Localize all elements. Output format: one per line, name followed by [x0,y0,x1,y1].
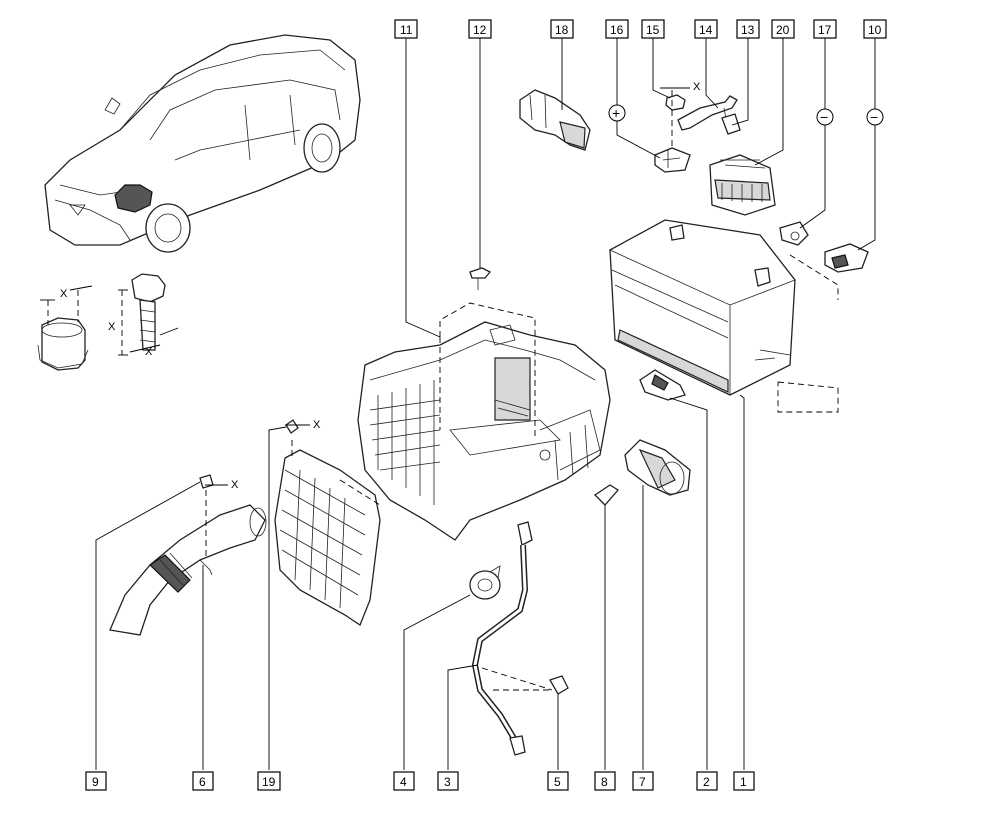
svg-text:15: 15 [646,23,660,37]
callout-14: 14 [694,19,718,39]
positive-label: + [612,105,620,121]
nut-part-15 [665,94,686,111]
callout-16: 16 [605,19,629,39]
positive-symbol: + [608,104,626,122]
svg-text:1: 1 [740,775,747,789]
intake-hose-part-6 [109,504,267,636]
clip-part-8 [593,484,619,506]
svg-text:2: 2 [703,775,710,789]
svg-text:14: 14 [699,23,713,37]
fuse-box-part-20 [709,154,776,216]
callout-9: 9 [85,771,107,791]
torque-marker: X [231,479,239,491]
negative-symbol-10: − [866,108,884,126]
air-duct-part-7 [624,439,691,496]
svg-text:9: 9 [92,775,99,789]
callout-6: 6 [192,771,214,791]
positive-terminal-part-16 [654,147,691,173]
svg-text:17: 17 [818,23,832,37]
clip-part-12 [469,267,492,290]
negative-label: − [870,109,878,125]
callout-17: 17 [813,19,837,39]
callout-8: 8 [594,771,616,791]
terminal-part-10 [824,243,869,273]
callout-7: 7 [632,771,654,791]
svg-text:11: 11 [400,23,413,37]
callout-11: 11 [394,19,418,39]
battery-tray [357,321,611,541]
hold-down-part-2 [639,369,686,401]
vehicle-illustration [44,34,361,253]
svg-text:8: 8 [601,775,608,789]
terminal-cover-part-18 [519,89,591,151]
torque-marker: X [145,346,153,358]
svg-text:16: 16 [610,23,624,37]
clip-part-5 [549,675,569,695]
nut-legend: X [37,285,93,371]
cable-harness-part-3 [471,521,533,756]
bracket-part-19 [274,419,381,626]
battery [609,219,796,396]
callout-18: 18 [550,19,574,39]
svg-text:12: 12 [473,23,487,37]
callout-3: 3 [437,771,459,791]
callout-13: 13 [736,19,760,39]
negative-label: − [820,109,828,125]
svg-text:6: 6 [199,775,206,789]
callout-4: 4 [393,771,415,791]
grommet-part-4 [469,565,501,600]
svg-text:18: 18 [555,23,569,37]
svg-text:7: 7 [639,775,646,789]
svg-text:20: 20 [776,23,790,37]
callout-15: 15 [641,19,665,39]
torque-marker: X [60,288,68,300]
leader-lines [95,38,876,770]
callout-2: 2 [696,771,718,791]
callout-10: 10 [863,19,887,39]
clamp-part-13 [721,113,741,135]
svg-text:3: 3 [444,775,451,789]
svg-text:13: 13 [741,23,755,37]
callout-5: 5 [547,771,569,791]
svg-text:19: 19 [262,775,276,789]
negative-symbol-17: − [816,108,834,126]
torque-marker: X [693,81,701,93]
callout-12: 12 [468,19,492,39]
svg-text:5: 5 [554,775,561,789]
bolt-part-9 [199,474,214,489]
torque-marker: X [313,419,321,431]
callout-19: 19 [257,771,281,791]
callout-1: 1 [733,771,755,791]
bolt-legend: X X [108,273,179,358]
svg-text:4: 4 [400,775,407,789]
svg-text:10: 10 [868,23,882,37]
callout-20: 20 [771,19,795,39]
torque-marker: X [108,321,116,333]
